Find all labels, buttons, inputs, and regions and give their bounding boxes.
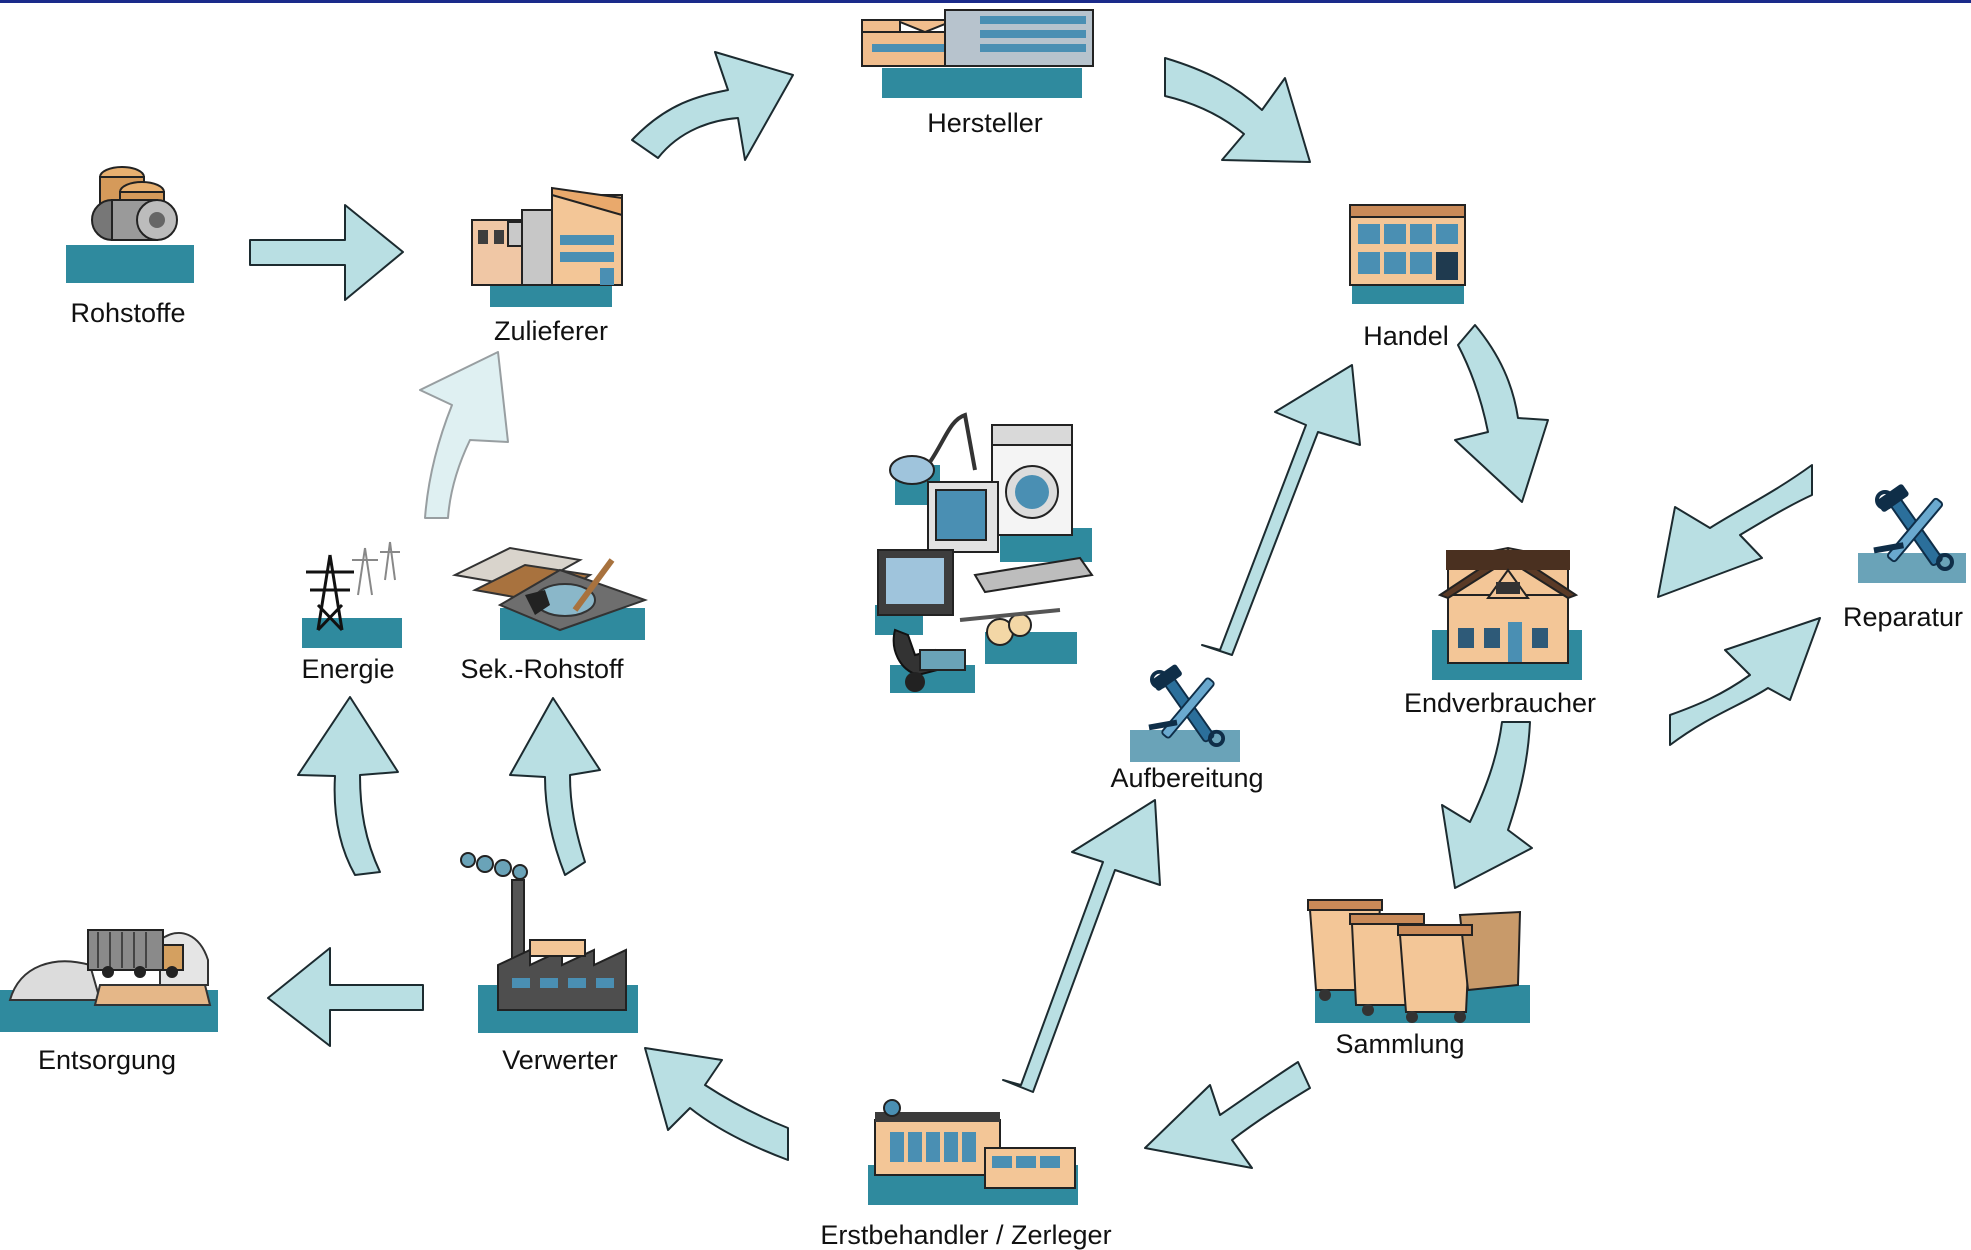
dismantling-plant-icon: [868, 1099, 1078, 1205]
arrow-endverbraucher-sammlung: [1441, 721, 1533, 889]
arrow-sammlung-erstbehandler: [1144, 1061, 1311, 1169]
node-label-endverbraucher: Endverbraucher: [1403, 688, 1597, 718]
node-label-sammlung: Sammlung: [1335, 1029, 1465, 1059]
top-border: [0, 0, 1971, 3]
tools-icon: [1858, 481, 1966, 583]
raw-material-drums-icon: [66, 166, 194, 283]
house-icon: [1432, 546, 1582, 680]
arrow-handel-endverbraucher: [1454, 324, 1549, 503]
node-label-energie: Energie: [301, 654, 395, 684]
node-label-hersteller: Hersteller: [927, 108, 1043, 138]
supplier-factory-icon: [471, 186, 623, 307]
power-pylon-icon: [302, 541, 402, 648]
arrow-rohstoffe-zulieferer: [249, 204, 404, 301]
node-label-rohstoffe: Rohstoffe: [70, 298, 186, 328]
secondary-material-icon: [451, 546, 649, 640]
electronic-appliances-icon: [875, 412, 1094, 693]
arrow-zulieferer-hersteller: [631, 51, 794, 161]
retail-store-icon: [1349, 204, 1466, 304]
node-label-verwerter: Verwerter: [502, 1045, 618, 1075]
arrow-verwerter-energie: [297, 696, 399, 876]
node-label-aufbereitung: Aufbereitung: [1110, 763, 1264, 793]
arrow-hersteller-handel: [1164, 57, 1311, 163]
arrow-verwerter-entsorgung: [267, 947, 424, 1047]
node-label-entsorgung: Entsorgung: [37, 1045, 177, 1075]
manufacturer-building-icon: [861, 9, 1094, 98]
node-label-handel: Handel: [1363, 321, 1449, 351]
landfill-truck-icon: [0, 929, 218, 1032]
node-label-zulieferer: Zulieferer: [493, 316, 609, 346]
tools-icon: [1130, 661, 1240, 762]
arrow-erstbehandler-aufbereitung: [1002, 799, 1161, 1093]
arrow-erstbehandler-verwerter: [644, 1047, 789, 1161]
arrow-reparatur-endverbraucher: [1657, 464, 1813, 598]
node-label-reparatur: Reparatur: [1842, 602, 1964, 632]
arrow-endverbraucher-reparatur: [1669, 617, 1821, 746]
node-label-sek-rohstoff: Sek.-Rohstoff: [460, 654, 624, 684]
arrow-verwerter-sek-rohstoff: [509, 697, 601, 876]
recycling-plant-icon: [460, 852, 638, 1033]
arrow-aufbereitung-handel: [1201, 364, 1361, 656]
waste-bins-icon: [1307, 899, 1530, 1023]
node-label-erstbehandler: Erstbehandler / Zerleger: [820, 1220, 1112, 1250]
arrow-energie-zulieferer: [419, 351, 509, 519]
